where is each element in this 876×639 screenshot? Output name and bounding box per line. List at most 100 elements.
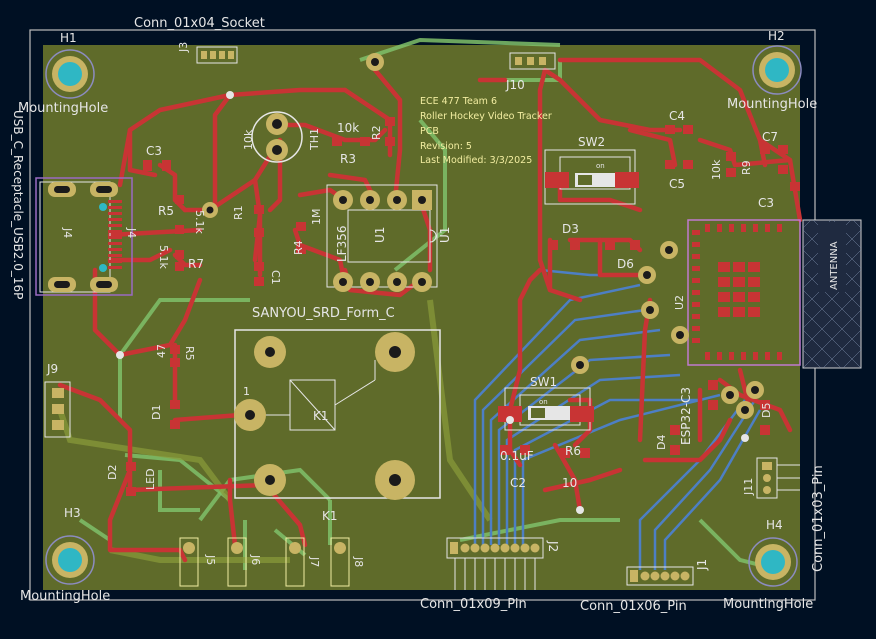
label-u1-b: U1 (438, 227, 452, 243)
label-mh-tl: MountingHole (18, 101, 108, 116)
connector-j2[interactable] (446, 537, 544, 590)
label-10k-a: 10k (242, 129, 255, 150)
label-conn-0106: Conn_01x06_Pin (580, 599, 687, 614)
label-usb: USB_C_Receptacle_USB2.0_16P (11, 110, 25, 299)
mounting-hole-h4[interactable] (748, 537, 798, 587)
connector-j9[interactable] (44, 381, 71, 438)
label-antenna: ANTENNA (829, 241, 840, 290)
label-j2: J2 (546, 540, 560, 552)
label-r2: R2 (370, 125, 383, 140)
label-r4: R4 (292, 240, 305, 255)
label-j7: J7 (308, 556, 321, 567)
connector-j7[interactable] (285, 537, 305, 587)
label-j1: J1 (695, 559, 709, 571)
label-j4b: J4 (125, 227, 138, 238)
label-h2: H2 (768, 29, 785, 43)
label-conn-0103: Conn_01x03_Pin (811, 465, 826, 572)
module-u2-esp32[interactable] (687, 219, 801, 366)
label-c4: C4 (669, 109, 685, 123)
connector-j6[interactable] (227, 537, 247, 587)
fab-note-line-4: Revision: 5 (420, 141, 472, 152)
label-d1: D1 (150, 405, 163, 420)
connector-j11[interactable] (756, 457, 800, 499)
label-10k-b: 10k (337, 121, 359, 135)
mounting-hole-h3[interactable] (45, 535, 95, 585)
usb-c-receptacle-j4[interactable] (35, 177, 133, 296)
label-r1: R1 (232, 205, 245, 220)
label-47: 47 (155, 344, 168, 358)
back-copper-wide (57, 299, 493, 563)
label-c-extra: C3 (758, 196, 774, 210)
label-j10: J10 (505, 78, 525, 92)
label-sw1: SW1 (530, 375, 557, 389)
label-j8: J8 (352, 556, 365, 567)
smd-passives[interactable] (126, 117, 800, 496)
label-c2: C2 (510, 476, 526, 490)
switch-sw1[interactable] (498, 387, 594, 431)
mounting-hole-h1[interactable] (45, 49, 95, 99)
label-k1-silk: K1 (313, 409, 329, 423)
connector-j1[interactable] (626, 566, 694, 586)
ic-u1-lf356[interactable] (326, 184, 438, 292)
label-h4: H4 (766, 518, 783, 532)
label-10k-c: 10k (710, 159, 723, 180)
label-u1: U1 (373, 227, 387, 243)
label-j3: J3 (177, 42, 190, 53)
label-r6: R6 (565, 444, 581, 458)
label-d4: D4 (655, 435, 668, 450)
label-r7: R7 (188, 257, 204, 271)
fab-note-line-5: Last Modified: 3/3/2025 (420, 155, 532, 166)
connector-j5[interactable] (179, 537, 199, 587)
label-51k: 5.1k (193, 210, 206, 234)
mounting-hole-h2[interactable] (752, 45, 802, 95)
label-c3: C3 (146, 144, 162, 158)
label-h1: H1 (60, 31, 77, 45)
label-51k-b: 5.1k (157, 245, 170, 269)
label-c1: C1 (269, 270, 282, 285)
label-h3: H3 (64, 506, 81, 520)
label-d3: D3 (562, 222, 579, 236)
label-d2: D2 (106, 465, 119, 480)
label-mh-tr: MountingHole (727, 97, 817, 112)
label-j6: J6 (249, 554, 262, 565)
label-j4: J4 (61, 227, 74, 238)
relay-k1[interactable] (234, 329, 441, 500)
label-conn-socket: Conn_01x04_Socket (134, 16, 265, 31)
label-r3: R3 (340, 152, 356, 166)
label-u2: U2 (673, 295, 686, 310)
connector-j10[interactable] (509, 52, 556, 70)
label-sw2-on: on (596, 162, 605, 170)
fab-note: ECE 477 Team 6 Roller Hockey Video Track… (420, 96, 552, 166)
label-d5: D5 (760, 403, 773, 418)
label-r5: R5 (158, 204, 174, 218)
label-sw2: SW2 (578, 135, 605, 149)
connector-j3[interactable] (196, 46, 238, 64)
label-r9: R9 (740, 160, 753, 175)
label-u1-value: LF356 (335, 226, 349, 263)
label-u2-value: ESP32-C3 (679, 387, 693, 445)
thermistor-th1[interactable] (251, 111, 303, 163)
label-j5: J5 (204, 554, 217, 565)
label-1m: 1M (310, 209, 323, 226)
label-d6: D6 (617, 257, 634, 271)
label-j9: J9 (46, 362, 58, 376)
label-led: LED (144, 468, 157, 490)
label-conn-0109: Conn_01x09_Pin (420, 597, 527, 612)
connector-j8[interactable] (330, 537, 350, 587)
label-relay-footprint: SANYOU_SRD_Form_C (252, 306, 395, 321)
label-th1: TH1 (308, 128, 321, 151)
label-01uf: 0.1uF (500, 449, 534, 463)
label-r5b: R5 (183, 346, 196, 361)
label-sw1-on: on (539, 398, 548, 406)
label-k1-pin1: 1 (243, 385, 250, 398)
vias (116, 53, 764, 514)
label-k1: K1 (322, 509, 338, 523)
label-mh-bl: MountingHole (20, 589, 110, 604)
silkscreen-labels: Conn_01x04_Socket H1 H2 H3 H4 MountingHo… (11, 16, 840, 614)
fab-note-line-1: ECE 477 Team 6 (420, 96, 497, 107)
antenna-keepout (802, 219, 862, 369)
label-mh-br: MountingHole (723, 597, 813, 612)
label-j11: J11 (742, 478, 755, 496)
switch-sw2[interactable] (544, 149, 639, 205)
